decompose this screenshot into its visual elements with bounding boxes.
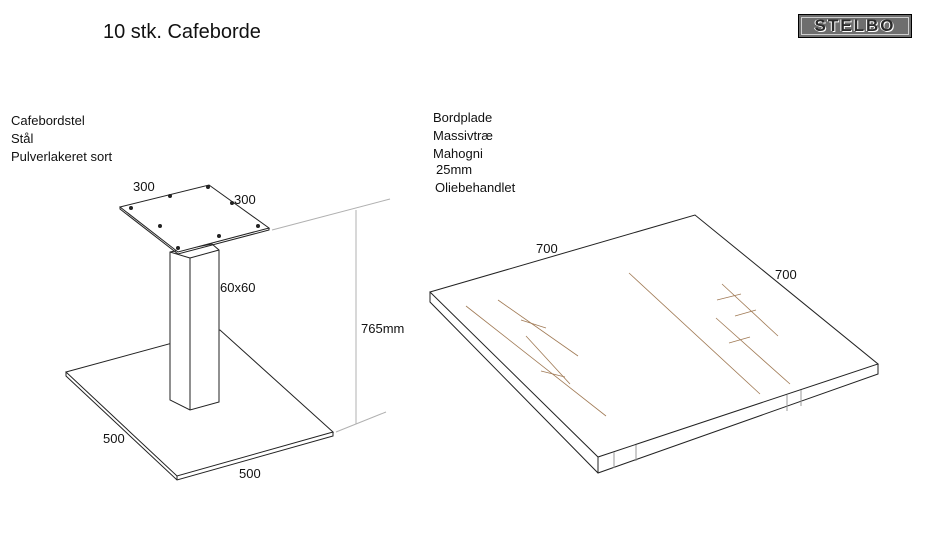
dim-height: 765mm <box>361 321 405 336</box>
height-dimension <box>271 198 391 433</box>
logo-text: STELBO <box>814 16 896 35</box>
tabletop <box>429 214 880 474</box>
column <box>169 243 220 411</box>
board-joints <box>613 390 802 468</box>
wood-grain <box>465 272 791 417</box>
stelbo-logo: STELBO <box>798 14 912 38</box>
dim-base-width: 500 <box>239 466 261 481</box>
screw-holes <box>129 185 260 250</box>
mounting-plate <box>118 184 271 255</box>
table-stand <box>65 184 335 481</box>
page-title: 10 stk. Cafeborde <box>103 21 261 43</box>
dim-plate-depth: 300 <box>234 192 256 207</box>
tabletop-spec-thickness: 25mm <box>436 162 473 177</box>
tabletop-spec-wood: Mahogni <box>433 146 483 161</box>
stand-spec-name: Cafebordstel <box>11 113 85 128</box>
stand-spec-material: Stål <box>11 131 34 146</box>
dim-top-width: 700 <box>536 241 558 256</box>
tabletop-spec-name: Bordplade <box>433 110 493 125</box>
dim-column: 60x60 <box>220 280 256 295</box>
stand-spec-finish: Pulverlakeret sort <box>11 149 113 164</box>
dim-base-depth: 500 <box>103 431 125 446</box>
dim-plate-width: 300 <box>133 179 155 194</box>
tabletop-spec-material: Massivtræ <box>433 128 493 143</box>
tabletop-spec-treatment: Oliebehandlet <box>435 180 516 195</box>
tabletop-surface <box>429 214 880 458</box>
dim-top-depth: 700 <box>775 267 797 282</box>
